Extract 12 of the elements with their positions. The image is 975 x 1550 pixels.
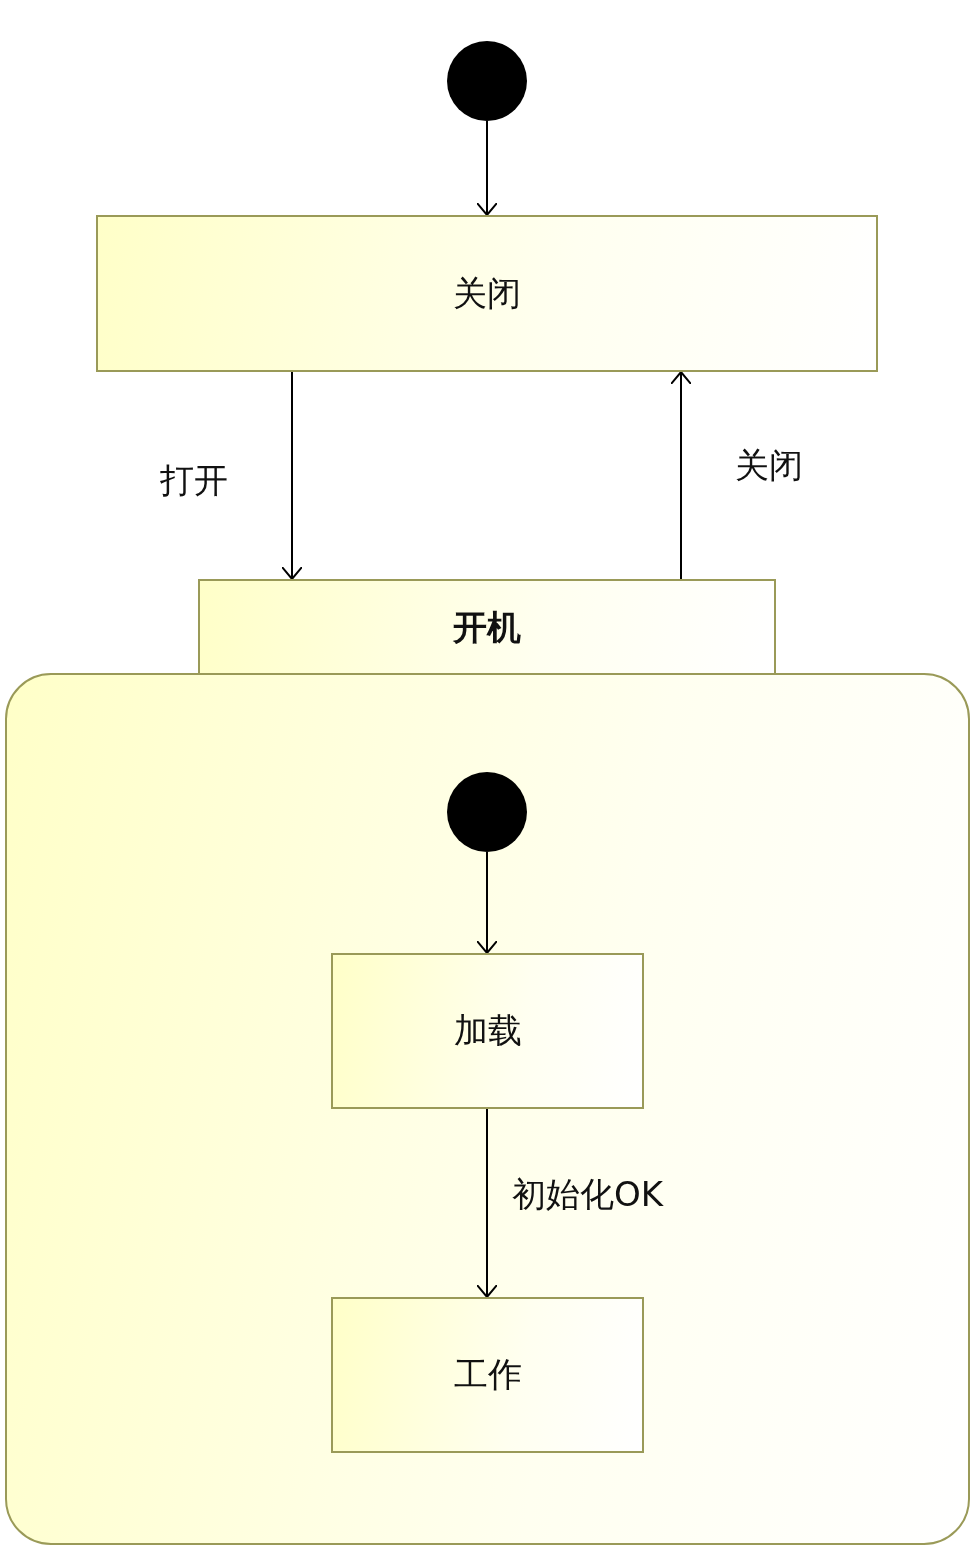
state-box: 加载 [331,953,644,1109]
transition-arrow [670,371,692,580]
state-box: 工作 [331,1297,644,1453]
transition-arrow [281,371,303,580]
transition-arrow [476,851,498,954]
state-box: 关闭 [96,215,878,372]
edge-label: 关闭 [735,444,803,487]
composite-state-tab: 开机 [198,579,776,674]
edge-label: 打开 [160,459,228,502]
edge-label: 初始化OK [512,1173,664,1216]
transition-arrow [476,1108,498,1298]
transition-arrow [476,120,498,216]
